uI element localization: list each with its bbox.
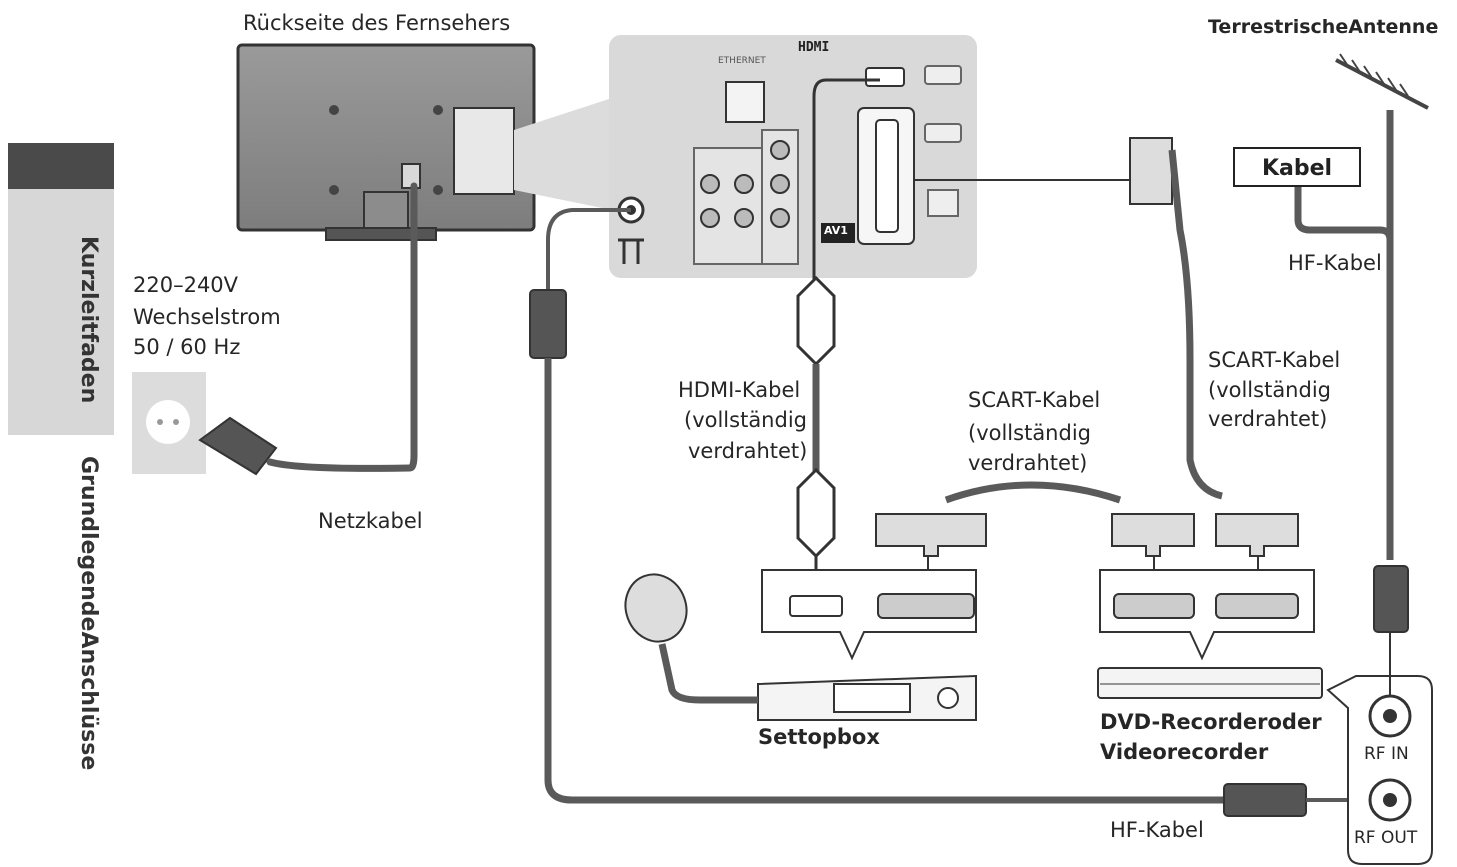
settopbox-ports-bubble [761, 569, 977, 661]
satellite-dish [624, 573, 758, 704]
tv-connector-panel [609, 35, 977, 278]
scart-middle-label-1: SCART-Kabel [968, 388, 1101, 412]
hf-cable-bottom [544, 358, 1224, 804]
power-outlet-illustration [132, 372, 278, 476]
sidebar-tab-marker [8, 143, 114, 189]
tv-back-illustration [236, 43, 536, 241]
ethernet-label: ETHERNET [718, 56, 766, 66]
hf-cable-top-label: HF-Kabel [1288, 251, 1382, 275]
power-cable [266, 182, 418, 472]
settopbox-label: Settopbox [758, 725, 880, 749]
recorder-label-1: DVD-Recorderoder [1100, 710, 1322, 734]
recorder-device [1097, 667, 1323, 699]
scart-right-label-1: SCART-Kabel [1208, 348, 1341, 372]
scart-right-label-2: (vollständig [1208, 378, 1331, 402]
recorder-ports-bubble [1099, 569, 1315, 661]
scart-cable-middle [944, 481, 1122, 504]
rf-out-label: RF OUT [1354, 828, 1418, 848]
hf-cable-bottom-label: HF-Kabel [1110, 818, 1204, 842]
hf-cable-tv-input [546, 208, 631, 290]
power-cable-label: Netzkabel [318, 509, 423, 533]
hdmi-logo: HDMI [798, 40, 830, 55]
recorder-label-2: Videorecorder [1100, 740, 1269, 764]
hdmi-cable-label-1: HDMI-Kabel [678, 378, 801, 402]
sidebar-tab-quick-guide [8, 189, 114, 435]
hdmi-cable-label-2: (vollständig [684, 408, 807, 432]
scart-cable-right [1168, 149, 1223, 500]
hdmi-cable-label-3: verdrahtet) [688, 439, 808, 463]
scart-right-label-3: verdrahtet) [1208, 407, 1328, 431]
antenna-label: TerrestrischeAntenne [1208, 16, 1439, 38]
scart-middle-label-2: (vollständig [968, 421, 1091, 445]
zoom-callout [514, 98, 612, 210]
rf-in-label: RF IN [1364, 744, 1409, 764]
power-spec-frequency: 50 / 60 Hz [133, 335, 241, 359]
power-spec-voltage: 220–240V [133, 273, 239, 297]
antenna-illustration [1294, 53, 1429, 696]
cable-box-label: Kabel [1233, 147, 1361, 187]
scart-middle-label-3: verdrahtet) [968, 451, 1088, 475]
av1-label: AV1 [824, 224, 848, 237]
power-spec-type: Wechselstrom [133, 305, 281, 329]
tv-back-label: Rückseite des Fernsehers [243, 11, 511, 35]
settopbox-device [757, 674, 977, 721]
